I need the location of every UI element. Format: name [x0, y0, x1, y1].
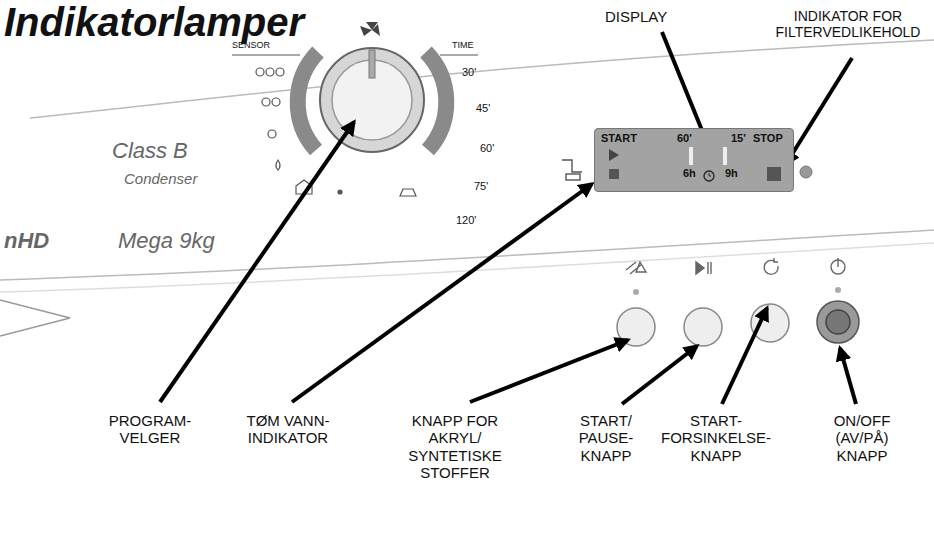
- drain-icon: [562, 160, 582, 180]
- program-dial: [360, 22, 380, 36]
- button-icon: [764, 258, 778, 274]
- callout-label: START/ PAUSE- KNAPP: [569, 412, 643, 464]
- callout-label: START- FORSINKELSE- KNAPP: [652, 412, 780, 464]
- clock-symbol: [709, 173, 711, 176]
- button-icon: [626, 262, 646, 274]
- button-icon: [696, 262, 711, 274]
- panel-button: [826, 310, 850, 334]
- leader-arrow: [840, 348, 856, 404]
- dial-heading: SENSOR: [232, 40, 270, 50]
- display-text: 15': [731, 132, 746, 144]
- brand-text: Class B: [112, 138, 188, 163]
- program-dial: [276, 68, 284, 76]
- callout-label: ON/OFF (AV/PÅ) KNAPP: [822, 412, 902, 464]
- display-text: START: [601, 132, 637, 144]
- clock-symbol: [704, 171, 714, 181]
- callout-label: PROGRAM- VELGER: [100, 412, 200, 447]
- led-dot: [633, 289, 639, 295]
- program-dial: [400, 189, 416, 196]
- brand-text: Mega 9kg: [118, 228, 215, 253]
- time-mark: 30': [462, 66, 476, 79]
- leader-arrow: [786, 58, 852, 164]
- display-text: 9h: [725, 167, 738, 179]
- display-panel: START 60' 15' STOP 6h 9h: [594, 128, 794, 192]
- display-text: STOP: [753, 132, 783, 144]
- drain-icon: [566, 174, 580, 180]
- program-dial: [276, 160, 280, 170]
- program-dial: [232, 55, 300, 56]
- program-dial: [338, 190, 342, 194]
- time-mark: 75': [474, 180, 488, 193]
- program-dial: [268, 130, 276, 138]
- program-dial: [256, 68, 416, 196]
- button-icon: [626, 258, 845, 274]
- dial-heading: TIME: [452, 40, 474, 50]
- drain-light: [609, 169, 619, 179]
- program-dial: [320, 48, 424, 152]
- leader-arrow: [160, 32, 856, 404]
- filter-light: [767, 167, 781, 181]
- button-icon: [837, 258, 838, 267]
- program-dial: [256, 68, 264, 76]
- program-dial: [266, 68, 274, 76]
- program-dial: [426, 52, 446, 150]
- callout-label: INDIKATOR FOR FILTERVEDLIKEHOLD: [765, 8, 931, 40]
- panel-button: [751, 304, 789, 342]
- brand-text: nHD: [4, 228, 49, 253]
- leader-arrow: [470, 340, 628, 402]
- indicator-dot: [800, 166, 812, 178]
- program-dial: [369, 50, 375, 78]
- program-dial: [440, 55, 478, 56]
- leader-arrow: [160, 122, 354, 402]
- program-dial: [232, 22, 478, 196]
- panel-curve: [0, 300, 70, 336]
- leader-arrow: [722, 308, 767, 404]
- indicator-dot: [800, 166, 812, 178]
- leader-arrow: [292, 184, 592, 402]
- display-bar: [689, 147, 693, 165]
- drain-icon: [562, 160, 582, 172]
- callout-label: KNAPP FOR AKRYL/ SYNTETISKE STOFFER: [399, 412, 511, 481]
- program-dial: [298, 52, 318, 150]
- display-bar: [723, 147, 727, 165]
- led-dot: [835, 287, 841, 293]
- play-symbol: [609, 149, 619, 161]
- display-text: 6h: [683, 167, 696, 179]
- callout-label: TØM VANN- INDIKATOR: [236, 412, 340, 447]
- led-dot: [633, 287, 841, 295]
- display-text: 60': [677, 132, 692, 144]
- panel-button: [684, 308, 722, 346]
- time-mark: 45': [476, 102, 490, 115]
- time-mark: 120': [456, 214, 476, 227]
- panel-button: [817, 301, 859, 343]
- brand-text: Condenser: [124, 170, 197, 187]
- program-dial: [262, 98, 270, 106]
- panel-curve: [30, 40, 934, 118]
- leader-arrow: [622, 346, 697, 404]
- page-title: Indikatorlamper: [4, 0, 304, 44]
- panel-button: [617, 301, 859, 346]
- time-mark: 60': [480, 142, 494, 155]
- panel-curve: [0, 40, 934, 336]
- callout-label: DISPLAY: [605, 8, 667, 25]
- program-dial: [272, 98, 280, 106]
